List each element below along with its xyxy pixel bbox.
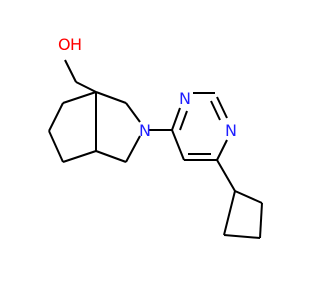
bond-o-ch2 (64, 59, 77, 83)
bicyclic-ring-system (48, 91, 141, 163)
hydroxyl-oxygen-label: O (58, 35, 71, 54)
pyrrolidine-nitrogen-label: N (139, 121, 151, 140)
bond-c4-c5 (62, 150, 97, 163)
atom-labels: O H N N N (58, 35, 237, 140)
bond-c1-c2 (62, 91, 97, 104)
bond-n-ch2-bottom (125, 135, 141, 163)
molecule-diagram: O H N N N (48, 35, 263, 239)
bond-pyrimidine-cyclobutyl (216, 159, 236, 192)
pyrimidine-nitrogen-right-label: N (225, 121, 237, 140)
bond-n1-c6 (216, 139, 228, 161)
bond-c2-c3 (48, 102, 64, 132)
bond-cb3-cb4 (223, 234, 261, 239)
bond-c3-c4 (48, 130, 64, 163)
bond-c2-n1 (216, 96, 228, 119)
bond-c1-ch2-top (95, 91, 127, 104)
cyclobutyl-group (216, 159, 263, 239)
bond-cb2-cb3 (259, 202, 263, 239)
molecule-canvas: O H N N N (48, 35, 263, 239)
hydroxymethyl-group (64, 59, 97, 93)
bond-ch2-bridgehead (75, 81, 97, 93)
pyrimidine-ring (171, 92, 228, 161)
bond-cb4-cb1 (223, 190, 236, 236)
bond-ch2-bottom-c5 (95, 150, 127, 163)
bond-c5-c4 (171, 129, 185, 161)
bond-ch2-top-n (125, 102, 141, 123)
pyrimidine-nitrogen-top-label: N (179, 89, 191, 108)
hydroxyl-hydrogen-label: H (70, 35, 82, 54)
bond-c4-n3-double (179, 110, 188, 131)
bond-c2-n1-double (210, 100, 221, 121)
bond-c4-n3 (171, 107, 181, 131)
bond-cb1-cb2 (234, 190, 263, 204)
